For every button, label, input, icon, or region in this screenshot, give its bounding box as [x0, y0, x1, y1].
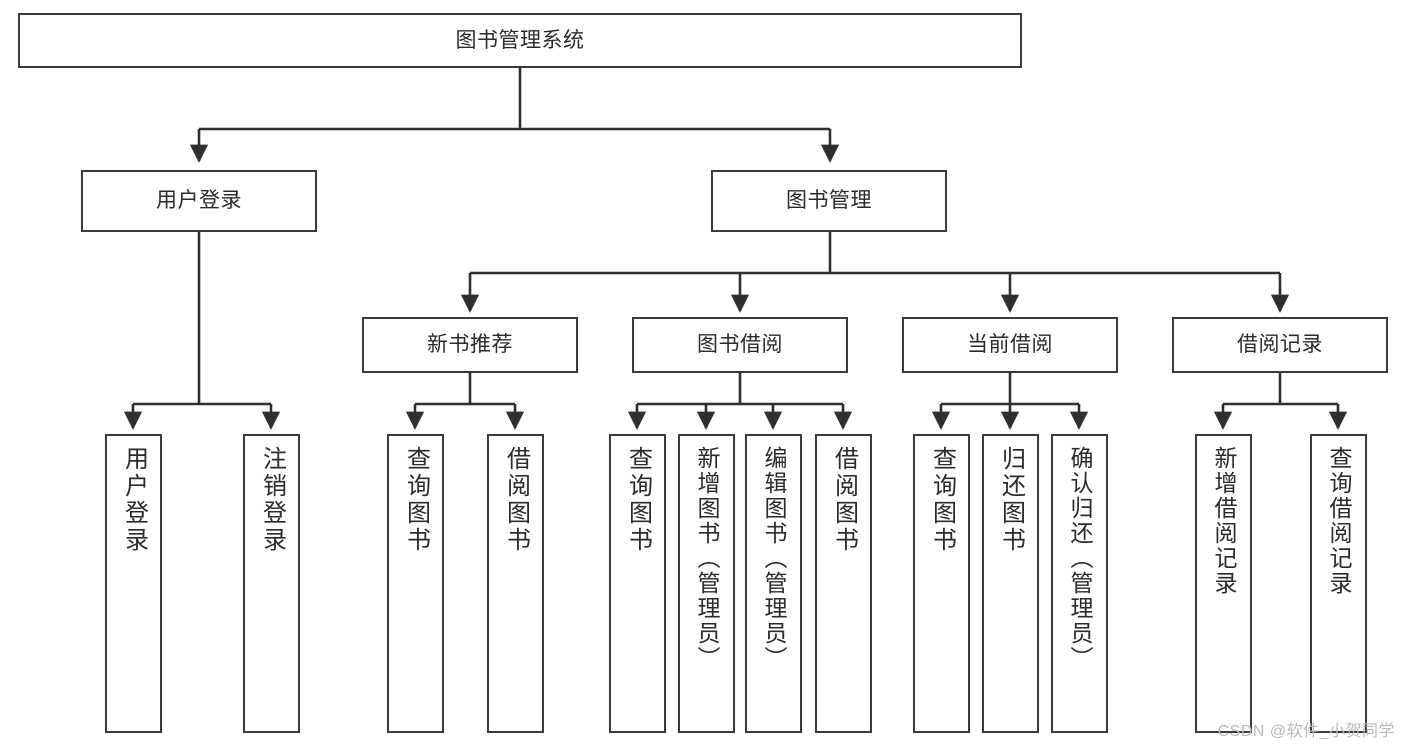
node-label: 新增图书（管理员）: [694, 446, 720, 671]
node-borrow-record[interactable]: 借阅记录: [1172, 317, 1388, 373]
node-label: 确认归还（管理员）: [1067, 446, 1093, 671]
leaf-query-book-current[interactable]: 查询图书: [913, 434, 970, 733]
node-label: 编辑图书（管理员）: [761, 446, 787, 671]
node-current-borrow[interactable]: 当前借阅: [902, 317, 1118, 373]
leaf-confirm-return-admin[interactable]: 确认归还（管理员）: [1051, 434, 1108, 733]
node-label: 查询图书: [402, 446, 430, 554]
leaf-logout-login[interactable]: 注销登录: [243, 434, 300, 733]
node-label: 借阅记录: [1237, 333, 1323, 357]
node-label: 注销登录: [258, 446, 286, 554]
node-label: 查询图书: [624, 446, 652, 554]
node-book-borrow[interactable]: 图书借阅: [632, 317, 848, 373]
node-label: 图书借阅: [697, 333, 783, 357]
leaf-return-book[interactable]: 归还图书: [982, 434, 1039, 733]
node-label: 借阅图书: [830, 446, 858, 554]
leaf-add-book-admin[interactable]: 新增图书（管理员）: [678, 434, 735, 733]
node-label: 图书管理: [786, 189, 872, 213]
node-label: 用户登录: [120, 446, 148, 554]
node-label: 图书管理系统: [455, 28, 585, 52]
leaf-query-book-borrow[interactable]: 查询图书: [609, 434, 666, 733]
node-label: 新增借阅记录: [1211, 446, 1237, 596]
leaf-user-login[interactable]: 用户登录: [105, 434, 162, 733]
node-user-login[interactable]: 用户登录: [81, 170, 317, 232]
leaf-edit-book-admin[interactable]: 编辑图书（管理员）: [745, 434, 802, 733]
node-root-book-management-system[interactable]: 图书管理系统: [18, 13, 1022, 68]
node-label: 新书推荐: [427, 333, 513, 357]
node-book-management[interactable]: 图书管理: [711, 170, 947, 232]
node-label: 查询借阅记录: [1326, 446, 1352, 596]
node-label: 查询图书: [928, 446, 956, 554]
node-new-book-recommend[interactable]: 新书推荐: [362, 317, 578, 373]
leaf-query-book-recommend[interactable]: 查询图书: [387, 434, 444, 733]
csdn-watermark: CSDN @软件_小贺同学: [1217, 723, 1395, 740]
node-label: 借阅图书: [502, 446, 530, 554]
leaf-borrow-book-borrow[interactable]: 借阅图书: [815, 434, 872, 733]
node-label: 用户登录: [156, 189, 242, 213]
leaf-add-borrow-record[interactable]: 新增借阅记录: [1195, 434, 1252, 733]
node-label: 归还图书: [997, 446, 1025, 554]
leaf-query-borrow-record[interactable]: 查询借阅记录: [1310, 434, 1367, 733]
node-label: 当前借阅: [967, 333, 1053, 357]
leaf-borrow-book-recommend[interactable]: 借阅图书: [487, 434, 544, 733]
